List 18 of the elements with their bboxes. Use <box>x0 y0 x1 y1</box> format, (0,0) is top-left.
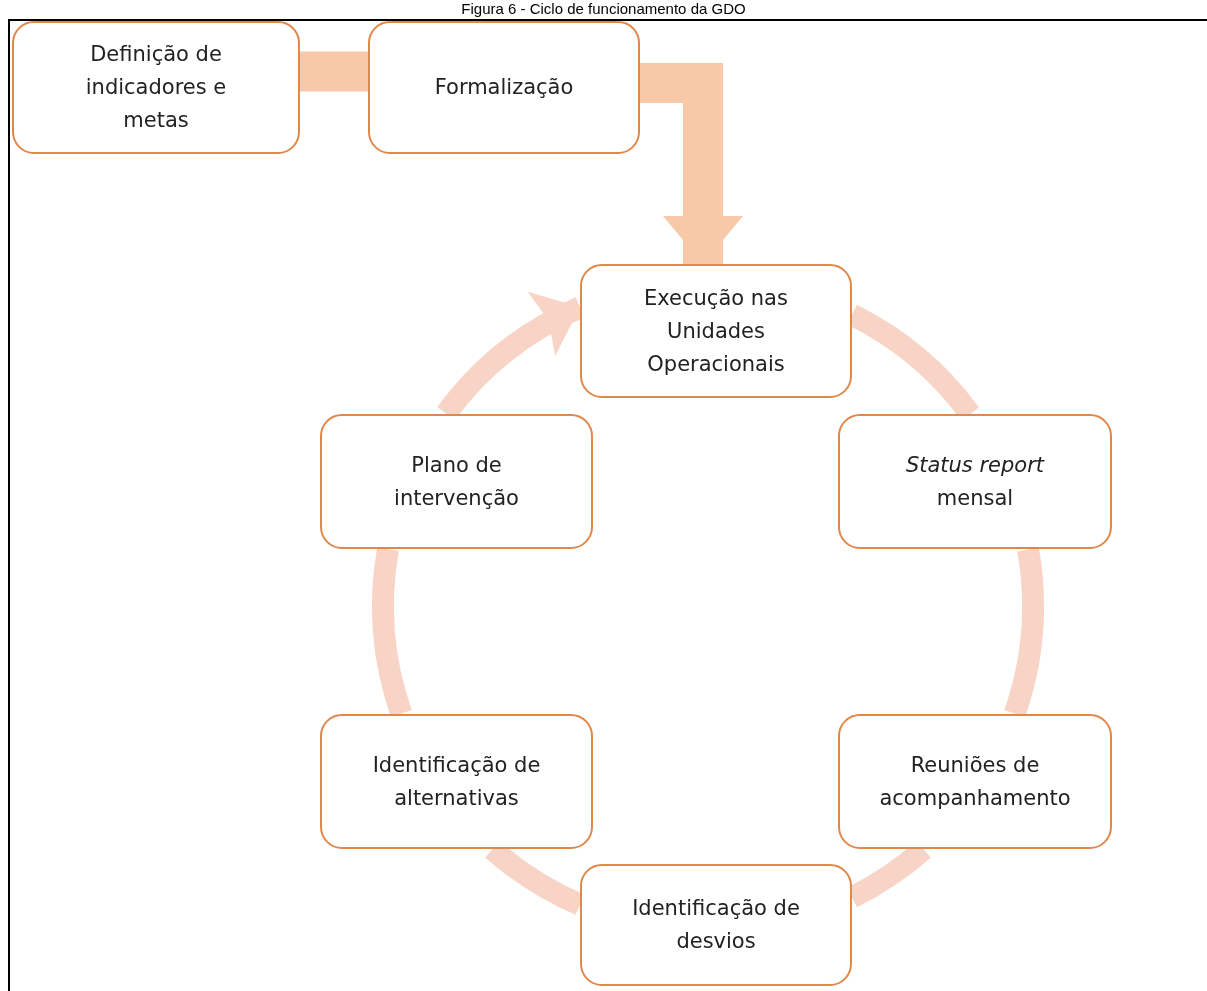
figure-title: Figura 6 - Ciclo de funcionamento da GDO <box>460 0 747 18</box>
box-label: Identificação de desvios <box>631 895 801 955</box>
block-arrow <box>640 63 743 264</box>
box-label: Identificação de alternativas <box>371 751 542 812</box>
box-label: Formalização <box>434 74 574 101</box>
process-box <box>580 264 852 398</box>
process-box <box>838 414 1112 549</box>
process-box <box>320 414 593 549</box>
process-box <box>12 21 300 154</box>
process-box <box>368 21 640 154</box>
box-label: Status report mensal <box>904 451 1046 512</box>
box-label: Plano de intervenção <box>393 451 520 512</box>
process-box <box>320 714 593 849</box>
process-box <box>580 864 852 986</box>
box-label: Execução nas Unidades Operacionais <box>643 284 789 378</box>
box-label: Reuniões de acompanhamento <box>878 751 1072 812</box>
process-box <box>838 714 1112 849</box>
box-label: Definição de indicadores e metas <box>84 41 228 134</box>
